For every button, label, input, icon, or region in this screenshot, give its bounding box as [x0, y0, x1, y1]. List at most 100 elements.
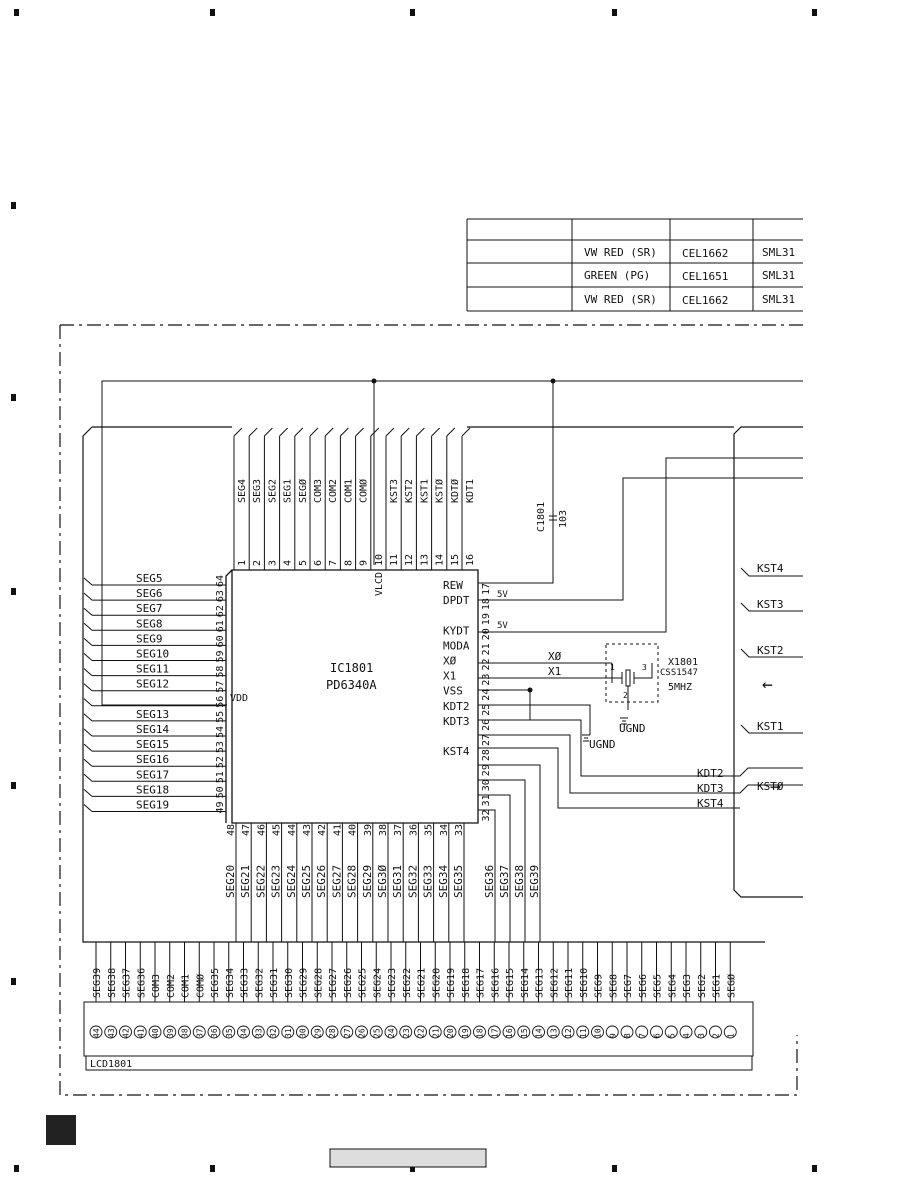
- pin-lead: [431, 427, 440, 437]
- lcd1801: LCD1801 SEG3944SEG3843SEG3742SEG3641COM3…: [83, 942, 754, 1071]
- pin-number: 59: [215, 650, 226, 662]
- pin-name: SEG37: [498, 865, 511, 898]
- lcd-pin-name: SEG1: [712, 974, 723, 998]
- lcd-pin-number: 20: [446, 1028, 455, 1038]
- pin-name: SEG22: [254, 865, 267, 898]
- lcd-pin-number: 18: [476, 1028, 485, 1038]
- connector-label: KST3: [757, 598, 784, 611]
- ic-top-pins: 1SEG42SEG33SEG24SEG15SEGØ6COM37COM28COM1…: [233, 427, 476, 596]
- pin-number: 15: [450, 554, 461, 566]
- lcd-pin-circle: [576, 1025, 590, 1039]
- pin-name: SEG6: [136, 587, 163, 600]
- pin-name: KDT1: [465, 479, 476, 503]
- lcd-pin-circle: [458, 1025, 472, 1039]
- lcd-pin-circle: [428, 1025, 442, 1039]
- lcd-pin-name: SEG12: [549, 968, 560, 998]
- pin-number: 56: [215, 696, 226, 708]
- pin-number: 45: [272, 824, 283, 836]
- pin-number: 49: [215, 801, 226, 813]
- lcd-pin-number: 12: [564, 1028, 573, 1038]
- pin-number: 38: [378, 824, 389, 836]
- lcd-pin-circle: [281, 1025, 295, 1039]
- reg-mark: [11, 202, 16, 209]
- table-cell: VW RED (SR): [584, 246, 657, 259]
- reg-mark: [11, 394, 16, 401]
- lcd-pin-number: 39: [166, 1028, 175, 1038]
- pin-lead: [83, 592, 93, 601]
- lcd-pin-circle: [679, 1025, 693, 1039]
- pin-lead: [83, 577, 93, 586]
- pin-lead: [83, 668, 93, 676]
- lcd-pin-number: 7: [638, 1033, 647, 1038]
- lcd-pin-circle: [664, 1025, 678, 1039]
- pin-lead: [83, 683, 93, 692]
- lcd-pin-number: 42: [122, 1028, 131, 1038]
- lcd-pin-name: SEG16: [490, 968, 501, 998]
- pin-number: 26: [481, 719, 492, 731]
- pin-name: SEG24: [285, 865, 298, 898]
- ic-ref: IC1801: [330, 661, 373, 675]
- lcd-pin-name: SEG11: [564, 968, 575, 998]
- lcd-pin-circle: [605, 1025, 619, 1039]
- ic-body: [225, 569, 479, 824]
- lcd-pin-number: 27: [343, 1028, 352, 1038]
- pin-number: 5: [298, 560, 309, 566]
- lcd-pin-name: SEG3: [682, 974, 693, 998]
- reg-mark: [11, 588, 16, 595]
- lcd-pin-number: 43: [107, 1028, 116, 1038]
- lcd-pin-number: 24: [387, 1028, 396, 1038]
- pin-name: SEG15: [136, 738, 169, 751]
- lcd-pin-number: 4: [682, 1033, 691, 1038]
- pin-lead: [400, 427, 410, 437]
- pin-lead: [83, 713, 93, 722]
- crystal-pin2: 2: [623, 691, 628, 700]
- lcd-pin-number: 14: [535, 1028, 544, 1038]
- table-cell: CEL1662: [682, 294, 728, 307]
- pin-number: 47: [241, 824, 252, 836]
- lcd-pin-name: SEG31: [269, 968, 280, 998]
- lcd-pin-circle: [546, 1025, 560, 1039]
- lcd-pin-circle: [369, 1025, 383, 1039]
- pin-number: 46: [256, 824, 267, 836]
- lcd-pin-number: 41: [136, 1028, 145, 1038]
- pin-number: 35: [424, 824, 435, 836]
- pin-lead: [83, 758, 93, 767]
- pin-number: 1: [237, 560, 248, 566]
- lcd-pin-circle: [325, 1025, 339, 1039]
- pin-lead: [416, 427, 425, 437]
- net-kdt2: KDT2: [697, 767, 724, 780]
- lcd-pin-number: 35: [225, 1028, 234, 1038]
- pin-number: 44: [287, 824, 298, 836]
- lcd-pin-number: 38: [181, 1028, 190, 1038]
- pin-name: SEG11: [136, 663, 169, 676]
- pin-name: KDT3: [443, 715, 470, 728]
- lcd-pin-circle: [163, 1025, 177, 1039]
- ic-right-pins: 17REW18DPDT1920KYDT21MODA22XØ23X124VSS25…: [443, 579, 492, 822]
- pin-name: KST1: [419, 479, 430, 503]
- lcd-pin-circle: [399, 1025, 413, 1039]
- capacitor-c1801: C1801 103: [536, 502, 569, 532]
- lcd-pin-circle: [192, 1025, 206, 1039]
- pin-number: 41: [332, 824, 343, 836]
- arrow-left-icon: ←: [762, 674, 773, 695]
- pin-lead: [83, 804, 93, 812]
- pin-lead: [324, 427, 334, 437]
- pin-number: 14: [435, 554, 446, 566]
- junction-dot: [550, 378, 556, 384]
- lcd-pin-number: 8: [623, 1033, 632, 1038]
- pin-number: 43: [302, 824, 313, 836]
- sub-board-outline: [733, 426, 803, 898]
- pin-name: SEG10: [136, 648, 169, 661]
- pin-name: SEG17: [136, 768, 169, 781]
- lcd-pin-circle: [635, 1025, 649, 1039]
- net-kst4: KST4: [697, 797, 724, 810]
- lcd-pin-name: SEG39: [92, 968, 103, 998]
- lcd-pin-circle: [148, 1025, 162, 1039]
- pin-name: SEG36: [483, 865, 496, 898]
- pin-number: 24: [481, 689, 492, 701]
- pin-number: 2: [252, 560, 263, 566]
- lcd-pin-number: 13: [549, 1028, 558, 1038]
- pin-number: 36: [408, 824, 419, 836]
- lcd-pin-circle: [133, 1025, 147, 1039]
- pin-lead: [446, 427, 456, 437]
